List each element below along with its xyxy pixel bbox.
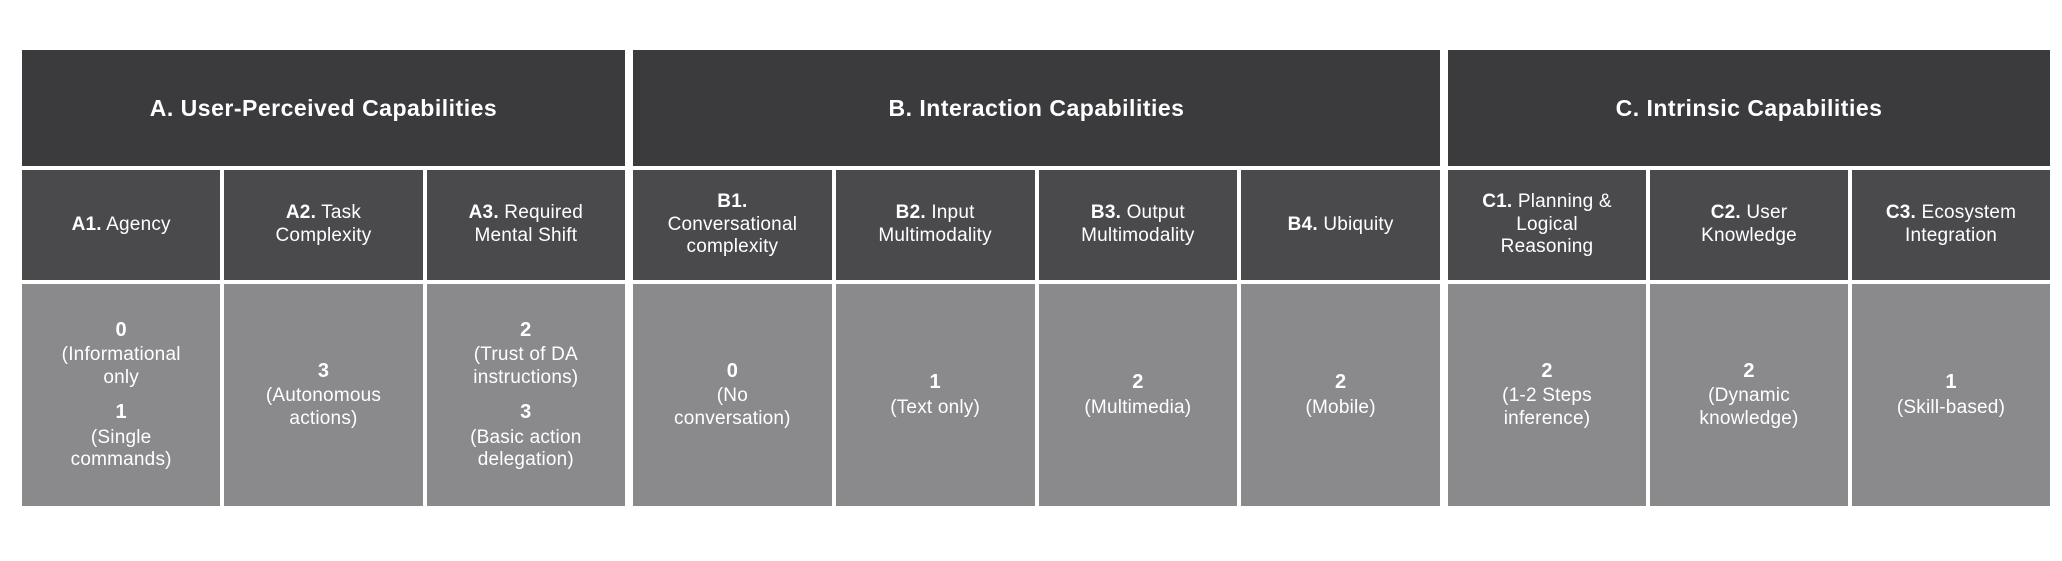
col-c1-label: Planning & Logical Reasoning <box>1500 190 1612 258</box>
col-a3-value-cell: 2 (Trust of DA instructions) 3 (Basic ac… <box>426 284 625 506</box>
score-caption: (Basic action delegation) <box>470 426 582 470</box>
section-a-title: A. User-Perceived Capabilities <box>22 50 625 166</box>
section-intrinsic-capabilities: C. Intrinsic Capabilities C1. Planning &… <box>1448 50 2050 506</box>
score-value: 1 <box>929 371 941 393</box>
col-b3-header-text: B3. Output Multimodality <box>1064 202 1213 248</box>
col-a1-header-text: A1. Agency <box>72 214 171 237</box>
col-a2-prefix: A2. <box>285 202 317 224</box>
score-value: 2 <box>1541 359 1553 382</box>
col-a1-label: Agency <box>106 213 171 235</box>
col-b3-label: Output Multimodality <box>1081 202 1195 246</box>
col-b2-header-text: B2. Input Multimodality <box>861 202 1010 248</box>
score-entry: 0 (Informational only <box>57 319 185 389</box>
score-caption: (Multimedia) <box>1084 396 1192 418</box>
score-caption: (Autonomous actions) <box>265 385 382 429</box>
score-entry: 2 (Trust of DA instructions) <box>462 319 590 389</box>
section-user-perceived-capabilities: A. User-Perceived Capabilities A1. Agenc… <box>22 50 625 506</box>
col-b4-header: B4. Ubiquity <box>1241 170 1440 280</box>
col-b2-header: B2. Input Multimodality <box>835 170 1035 280</box>
col-c1-header: C1. Planning & Logical Reasoning <box>1448 170 1646 280</box>
score-entry: 2 (Multimedia) <box>1084 371 1191 419</box>
col-c2-value-cell: 2 (Dynamic knowledge) <box>1650 284 1848 506</box>
col-b3-value-cell: 2 (Multimedia) <box>1038 284 1238 506</box>
col-b1-header-text: B1. Conversational complexity <box>658 191 807 259</box>
score-entry: 2 (Dynamic knowledge) <box>1685 360 1813 430</box>
score-entry: 2 (1-2 Steps inference) <box>1483 360 1611 430</box>
col-a2-header: A2. Task Complexity <box>224 170 423 280</box>
score-value: 2 <box>1334 371 1347 393</box>
col-b1-header: B1. Conversational complexity <box>633 170 832 280</box>
score-caption: (1-2 Steps inference) <box>1502 385 1592 429</box>
col-b3-header: B3. Output Multimodality <box>1038 170 1238 280</box>
col-c1-header-text: C1. Planning & Logical Reasoning <box>1473 191 1621 259</box>
col-a3-header-text: A3. Required Mental Shift <box>452 202 600 248</box>
score-caption: (Trust of DA instructions) <box>473 344 579 388</box>
col-a3-label: Required Mental Shift <box>474 202 583 246</box>
col-a1-value-cell: 0 (Informational only 1 (Single commands… <box>22 284 221 506</box>
col-b4-value-cell: 2 (Mobile) <box>1241 284 1440 506</box>
col-b4-prefix: B4. <box>1287 213 1318 235</box>
col-a2-value-cell: 3 (Autonomous actions) <box>224 284 423 506</box>
score-caption: (Single commands) <box>70 426 172 470</box>
col-c1-prefix: C1. <box>1482 190 1513 212</box>
col-c3-header: C3. Ecosystem Integration <box>1852 170 2050 280</box>
col-b2-label: Input Multimodality <box>878 202 992 246</box>
score-value: 3 <box>520 401 532 423</box>
score-value: 1 <box>1945 371 1957 393</box>
col-b1-prefix: B1. <box>717 190 748 212</box>
col-b1-value-cell: 0 (No conversation) <box>633 284 832 506</box>
col-a2-label: Task Complexity <box>275 202 372 246</box>
score-entry: 1 (Single commands) <box>57 401 185 471</box>
score-entry: 3 (Autonomous actions) <box>259 360 387 430</box>
score-entry: 0 (No conversation) <box>668 360 797 430</box>
score-caption: (Dynamic knowledge) <box>1699 385 1799 429</box>
capabilities-table: A. User-Perceived Capabilities A1. Agenc… <box>22 50 2050 506</box>
section-b-title: B. Interaction Capabilities <box>633 50 1440 166</box>
score-entry: 3 (Basic action delegation) <box>462 401 590 471</box>
score-value: 1 <box>115 401 127 423</box>
col-b4-label: Ubiquity <box>1323 213 1394 235</box>
col-a2-header-text: A2. Task Complexity <box>249 202 397 248</box>
score-caption: (Mobile) <box>1305 396 1376 418</box>
col-c2-header-text: C2. User Knowledge <box>1675 202 1823 248</box>
col-a1-prefix: A1. <box>71 213 102 235</box>
score-value: 0 <box>726 359 739 382</box>
score-entry: 1 (Skill-based) <box>1897 371 2005 419</box>
score-value: 2 <box>520 318 532 341</box>
col-c1-value-cell: 2 (1-2 Steps inference) <box>1448 284 1646 506</box>
col-c2-prefix: C2. <box>1710 202 1741 224</box>
section-c-title: C. Intrinsic Capabilities <box>1448 50 2050 166</box>
col-c3-value-cell: 1 (Skill-based) <box>1852 284 2050 506</box>
col-b2-value-cell: 1 (Text only) <box>835 284 1035 506</box>
score-caption: (Skill-based) <box>1896 396 2006 418</box>
col-c2-label: User Knowledge <box>1701 202 1797 246</box>
col-a3-prefix: A3. <box>468 202 499 224</box>
score-caption: (No conversation) <box>674 385 791 429</box>
col-b4-header-text: B4. Ubiquity <box>1288 214 1394 237</box>
col-b2-prefix: B2. <box>895 202 926 224</box>
col-b1-label: Conversational complexity <box>667 213 798 258</box>
col-c2-header: C2. User Knowledge <box>1650 170 1848 280</box>
score-entry: 1 (Text only) <box>890 371 980 419</box>
section-interaction-capabilities: B. Interaction Capabilities B1. Conversa… <box>633 50 1440 506</box>
score-caption: (Text only) <box>890 396 981 418</box>
col-c3-prefix: C3. <box>1885 202 1916 224</box>
score-value: 3 <box>317 359 330 382</box>
score-entry: 2 (Mobile) <box>1306 371 1376 419</box>
col-a1-header: A1. Agency <box>22 170 221 280</box>
col-a3-header: A3. Required Mental Shift <box>426 170 625 280</box>
score-value: 0 <box>115 318 127 341</box>
col-b3-prefix: B3. <box>1090 202 1122 224</box>
score-caption: (Informational only <box>61 344 181 388</box>
score-value: 2 <box>1743 359 1755 382</box>
score-value: 2 <box>1132 371 1144 393</box>
col-c3-header-text: C3. Ecosystem Integration <box>1877 202 2025 248</box>
col-c3-label: Ecosystem Integration <box>1905 202 2017 246</box>
